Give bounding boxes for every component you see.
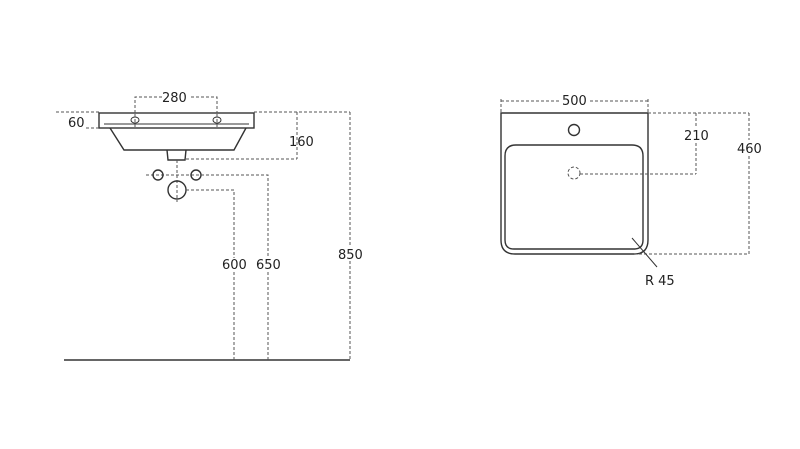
dim-line-650	[201, 174, 269, 258]
drain-icon	[567, 166, 581, 180]
top-view: 500 210 460 R 45	[500, 94, 762, 289]
side-view: 280 60 160 600 650 850	[56, 91, 363, 361]
dim-label-460: 460	[737, 142, 762, 157]
dim-label-160: 160	[289, 135, 314, 150]
dim-label-850: 850	[338, 248, 363, 263]
basin-bowl-top	[504, 144, 644, 250]
dim-label-650: 650	[256, 258, 281, 273]
basin-bowl	[109, 127, 247, 151]
supply-left-icon	[152, 169, 164, 181]
basin-rim	[98, 112, 255, 129]
dim-label-radius: R 45	[645, 274, 675, 289]
dim-label-210: 210	[684, 129, 709, 144]
tap-hole-icon	[567, 123, 581, 137]
radius-leader	[631, 237, 658, 268]
basin-outline	[500, 112, 649, 255]
dim-label-500: 500	[562, 94, 587, 109]
dim-line-600	[186, 189, 235, 258]
waste-outlet	[166, 149, 187, 161]
dim-label-280: 280	[162, 91, 187, 106]
dim-label-600: 600	[222, 258, 247, 273]
dim-label-60: 60	[68, 116, 85, 131]
dim-line-280	[134, 96, 162, 113]
tap-hole-left-icon	[130, 114, 140, 127]
tap-hole-right-icon	[212, 114, 222, 127]
dim-line-280-right	[191, 96, 218, 113]
